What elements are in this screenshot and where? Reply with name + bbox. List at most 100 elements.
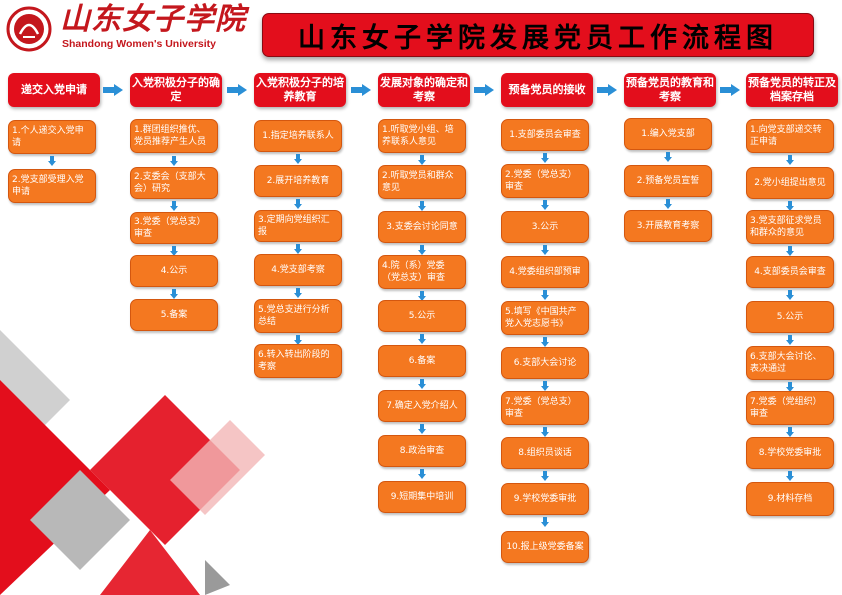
down-arrow-icon [294, 335, 302, 345]
step-box: 9.学校党委审批 [501, 483, 589, 515]
step-box: 1.听取党小组、培养联系人意见 [378, 119, 466, 153]
down-arrow-icon [541, 381, 549, 391]
right-arrow-icon [720, 84, 740, 96]
step-box: 5.填写《中国共产党入党志愿书》 [501, 301, 589, 335]
right-arrow-icon [351, 84, 371, 96]
down-arrow-icon [786, 335, 794, 345]
down-arrow-icon [664, 152, 672, 162]
down-arrow-icon [418, 469, 426, 479]
step-box: 8.学校党委审批 [746, 437, 834, 469]
down-arrow-icon [541, 153, 549, 163]
bg-red-triangle-bottom [100, 530, 200, 595]
step-box: 7.确定入党介绍人 [378, 390, 466, 422]
step-box: 5.公示 [746, 301, 834, 333]
stage-header: 发展对象的确定和考察 [378, 73, 470, 107]
step-box: 3.公示 [501, 211, 589, 243]
down-arrow-icon [418, 334, 426, 344]
step-box: 8.组织员谈话 [501, 437, 589, 469]
down-arrow-icon [541, 427, 549, 437]
step-box: 2.听取党员和群众意见 [378, 165, 466, 199]
step-box: 6.支部大会讨论、表决通过 [746, 346, 834, 380]
down-arrow-icon [541, 471, 549, 481]
step-box: 3.开展教育考察 [624, 210, 712, 242]
page-title: 山东女子学院发展党员工作流程图 [298, 22, 778, 54]
stage-header: 递交入党申请 [8, 73, 100, 107]
down-arrow-icon [48, 156, 56, 166]
right-arrow-icon [597, 84, 617, 96]
down-arrow-icon [294, 288, 302, 298]
step-box: 2.党小组提出意见 [746, 167, 834, 199]
down-arrow-icon [170, 156, 178, 166]
bg-red-triangle-large [0, 380, 110, 595]
down-arrow-icon [418, 155, 426, 165]
step-box: 2.党支部受理入党申请 [8, 169, 96, 203]
down-arrow-icon [786, 427, 794, 437]
step-box: 1.向党支部递交转正申请 [746, 119, 834, 153]
bg-gray-small [205, 560, 230, 595]
down-arrow-icon [418, 201, 426, 211]
title-banner: 山东女子学院发展党员工作流程图 [262, 13, 814, 57]
step-box: 5.公示 [378, 300, 466, 332]
step-box: 1.支部委员会审查 [501, 119, 589, 151]
right-arrow-icon [474, 84, 494, 96]
step-box: 2.党委（党总支）审查 [501, 164, 589, 198]
down-arrow-icon [541, 200, 549, 210]
step-box: 6.支部大会讨论 [501, 347, 589, 379]
down-arrow-icon [418, 245, 426, 255]
down-arrow-icon [418, 291, 426, 301]
step-box: 9.材料存档 [746, 482, 834, 516]
stage-header: 入党积极分子的培养教育 [254, 73, 346, 107]
step-box: 5.党总支进行分析总结 [254, 299, 342, 333]
step-box: 4.院（系）党委（党总支）审查 [378, 255, 466, 289]
step-box: 4.党支部考察 [254, 254, 342, 286]
down-arrow-icon [664, 199, 672, 209]
down-arrow-icon [786, 155, 794, 165]
down-arrow-icon [170, 289, 178, 299]
down-arrow-icon [786, 471, 794, 481]
step-box: 6.备案 [378, 345, 466, 377]
down-arrow-icon [170, 201, 178, 211]
down-arrow-icon [541, 245, 549, 255]
step-box: 3.党支部征求党员和群众的意见 [746, 210, 834, 244]
step-box: 1.指定培养联系人 [254, 120, 342, 152]
down-arrow-icon [418, 379, 426, 389]
step-box: 8.政治审查 [378, 435, 466, 467]
logo-chinese-name: 山东女子学院 [60, 2, 246, 37]
down-arrow-icon [541, 517, 549, 527]
step-box: 2.支委会（支部大会）研究 [130, 167, 218, 199]
step-box: 1.群团组织推优、党员推荐产生人员 [130, 119, 218, 153]
stage-header: 入党积极分子的确定 [130, 73, 222, 107]
stage-header: 预备党员的转正及档案存档 [746, 73, 838, 107]
step-box: 1.编入党支部 [624, 118, 712, 150]
step-box: 9.短期集中培训 [378, 481, 466, 513]
down-arrow-icon [418, 424, 426, 434]
down-arrow-icon [294, 199, 302, 209]
university-seal-icon [6, 6, 52, 52]
step-box: 10.报上级党委备案 [501, 531, 589, 563]
step-box: 4.公示 [130, 255, 218, 287]
logo-english-name: Shandong Women's University [62, 38, 216, 50]
stage-header: 预备党员的接收 [501, 73, 593, 107]
university-logo: 山东女子学院 Shandong Women's University [6, 2, 245, 56]
right-arrow-icon [103, 84, 123, 96]
down-arrow-icon [294, 154, 302, 164]
down-arrow-icon [786, 382, 794, 392]
right-arrow-icon [227, 84, 247, 96]
step-box: 3.支委会讨论同意 [378, 211, 466, 243]
step-box: 2.预备党员宣誓 [624, 165, 712, 197]
step-box: 1.个人递交入党申请 [8, 120, 96, 154]
step-box: 4.支部委员会审查 [746, 256, 834, 288]
step-box: 5.备案 [130, 299, 218, 331]
down-arrow-icon [541, 337, 549, 347]
down-arrow-icon [786, 246, 794, 256]
step-box: 6.转入转出阶段的考察 [254, 344, 342, 378]
step-box: 2.展开培养教育 [254, 165, 342, 197]
bg-pink-diamond [170, 420, 265, 515]
down-arrow-icon [294, 244, 302, 254]
step-box: 3.定期向党组织汇报 [254, 210, 342, 242]
down-arrow-icon [541, 290, 549, 300]
stage-header: 预备党员的教育和考察 [624, 73, 716, 107]
bg-gray-diamond [30, 470, 130, 570]
down-arrow-icon [786, 201, 794, 211]
